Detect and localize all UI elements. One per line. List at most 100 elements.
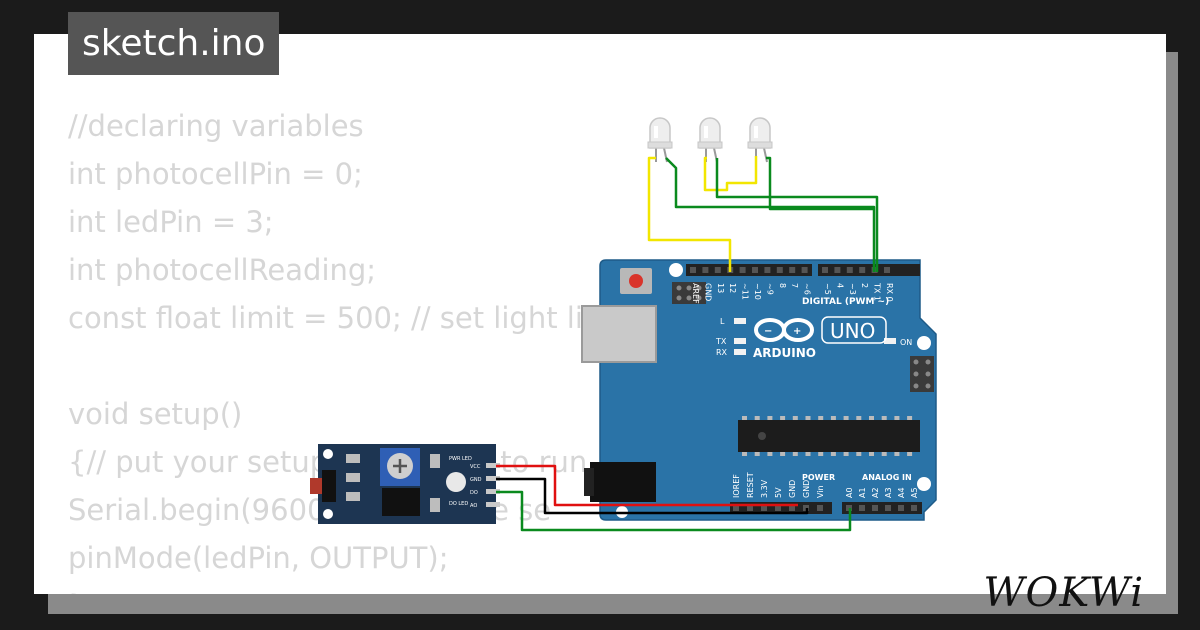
sensor-pin[interactable] bbox=[486, 489, 500, 494]
led-body bbox=[649, 117, 671, 149]
analog-pin[interactable] bbox=[911, 505, 917, 511]
digital-pin[interactable] bbox=[764, 267, 771, 273]
led[interactable] bbox=[697, 117, 723, 163]
digital-pin-label: ~5 bbox=[823, 283, 832, 295]
power-pin-label: IOREF bbox=[732, 474, 741, 498]
power-pin[interactable] bbox=[789, 505, 795, 511]
potentiometer-slot bbox=[393, 459, 407, 473]
analog-pin-label: A3 bbox=[884, 487, 893, 498]
onboard-leds: L TX RX ON bbox=[715, 317, 912, 357]
icsp-header bbox=[672, 282, 706, 304]
digital-pin-label: ~10 bbox=[753, 283, 762, 300]
chip-pin bbox=[818, 452, 824, 456]
led-tx bbox=[734, 338, 746, 344]
yellow-wire[interactable] bbox=[647, 156, 732, 272]
led-label-tx: TX bbox=[715, 337, 727, 346]
digital-pin[interactable] bbox=[789, 267, 796, 273]
power-pin[interactable] bbox=[817, 505, 823, 511]
analog-pin[interactable] bbox=[859, 505, 865, 511]
digital-pin[interactable] bbox=[884, 267, 890, 273]
sensor-pin[interactable] bbox=[486, 463, 500, 468]
analog-pin[interactable] bbox=[898, 505, 904, 511]
chip-pin bbox=[830, 452, 836, 456]
green-wire[interactable] bbox=[496, 490, 852, 532]
power-pin-label: RESET bbox=[746, 472, 755, 498]
code-line: int photocellPin = 0; bbox=[68, 157, 363, 191]
power-pin-label: Vin bbox=[816, 485, 825, 498]
analog-pin[interactable] bbox=[872, 505, 878, 511]
reset-button-cap[interactable] bbox=[629, 274, 643, 288]
led-body bbox=[699, 117, 721, 149]
digital-pin[interactable] bbox=[752, 267, 758, 273]
power-pin[interactable] bbox=[733, 505, 739, 511]
smd-component bbox=[346, 473, 360, 482]
led[interactable] bbox=[647, 117, 673, 163]
yellow-wire[interactable] bbox=[703, 156, 758, 192]
green-wire[interactable] bbox=[766, 156, 875, 211]
mounting-hole bbox=[323, 509, 333, 519]
digital-pin[interactable] bbox=[801, 267, 808, 273]
chip-pin bbox=[805, 416, 811, 420]
smd-component bbox=[430, 498, 440, 512]
green-wire[interactable] bbox=[665, 157, 876, 272]
led-body bbox=[749, 117, 771, 149]
led-leg bbox=[763, 147, 768, 163]
power-pin-label: 3.3V bbox=[760, 479, 769, 498]
digital-pin[interactable] bbox=[714, 267, 721, 273]
digital-pin[interactable] bbox=[690, 267, 696, 273]
chip-pin bbox=[830, 416, 836, 420]
analog-pin-label: A2 bbox=[871, 487, 880, 498]
chip-pin bbox=[780, 452, 786, 456]
digital-pin-label: AREF bbox=[691, 283, 700, 304]
digital-pin-label: 12 bbox=[728, 283, 737, 293]
led-rx bbox=[734, 349, 746, 355]
digital-pin-label: ~11 bbox=[741, 283, 750, 300]
smd-component bbox=[346, 492, 360, 501]
led-label-rx: RX bbox=[716, 348, 728, 357]
chip-pin bbox=[754, 452, 760, 456]
mounting-hole bbox=[917, 336, 931, 350]
black-wire[interactable] bbox=[496, 477, 809, 515]
analog-pin[interactable] bbox=[885, 505, 891, 511]
digital-pin[interactable] bbox=[739, 267, 746, 273]
code-line: void setup() bbox=[68, 397, 243, 431]
wires bbox=[496, 156, 879, 532]
digital-pin-label: ~9 bbox=[765, 283, 774, 295]
sensor-pin[interactable] bbox=[486, 476, 500, 481]
power-pin[interactable] bbox=[761, 505, 767, 511]
code-line: int ledPin = 3; bbox=[68, 205, 274, 239]
red-wire[interactable] bbox=[496, 464, 798, 507]
digital-pin[interactable] bbox=[859, 267, 866, 273]
led[interactable] bbox=[747, 117, 773, 163]
file-tab[interactable]: sketch.ino bbox=[68, 12, 280, 75]
chip-pin bbox=[843, 416, 849, 420]
icsp-header-2 bbox=[910, 356, 934, 392]
uno-label: UNO bbox=[830, 319, 875, 343]
chip-pin bbox=[754, 416, 760, 420]
chip-pin bbox=[792, 452, 798, 456]
chip-pin bbox=[767, 416, 773, 420]
digital-pin[interactable] bbox=[834, 267, 841, 273]
chip-pin bbox=[805, 452, 811, 456]
power-jack bbox=[590, 462, 656, 502]
digital-pin[interactable] bbox=[846, 267, 853, 273]
digital-pin[interactable] bbox=[702, 267, 709, 273]
sensor-pin[interactable] bbox=[486, 502, 500, 507]
digital-pin-label: 2 bbox=[860, 283, 869, 288]
chip-pin bbox=[869, 416, 874, 420]
chip-pin bbox=[843, 452, 849, 456]
green-wire[interactable] bbox=[715, 158, 879, 272]
analog-pin-label: A5 bbox=[910, 487, 919, 498]
digital-pin-label: TX 1 bbox=[873, 282, 882, 301]
atmega-chip bbox=[738, 416, 920, 456]
digital-pin[interactable] bbox=[776, 267, 783, 273]
power-pin[interactable] bbox=[747, 505, 753, 511]
power-jack-lip bbox=[584, 468, 594, 496]
chip-pin bbox=[907, 452, 913, 456]
digital-pin[interactable] bbox=[822, 267, 828, 273]
power-pin[interactable] bbox=[775, 505, 781, 511]
chip-pin bbox=[881, 452, 887, 456]
do-led-label: DO LED bbox=[449, 501, 468, 507]
